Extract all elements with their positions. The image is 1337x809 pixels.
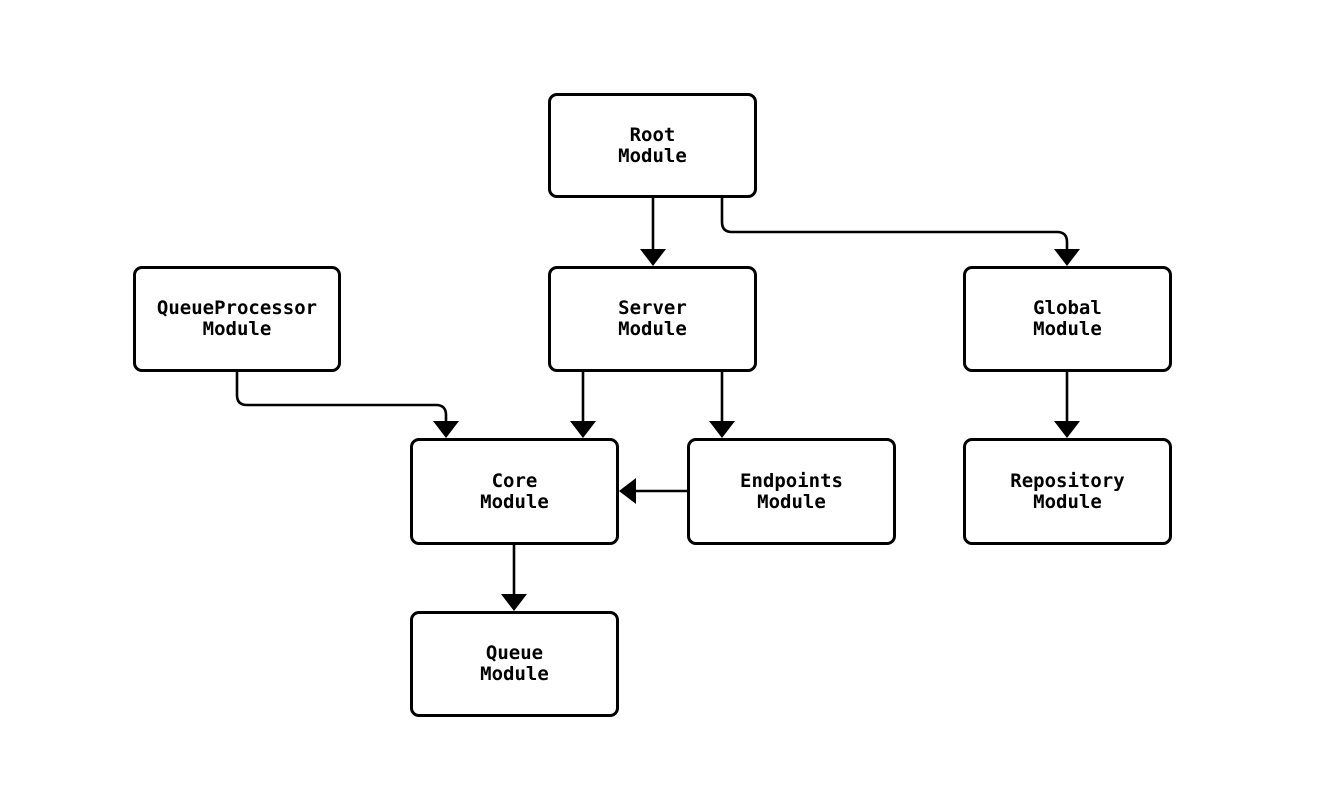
node-server-module: Server Module — [548, 266, 757, 372]
node-global-module: Global Module — [963, 266, 1172, 372]
edge-core-to-queue — [501, 545, 527, 611]
node-label: Global — [1033, 297, 1102, 319]
node-queueprocessor-module: QueueProcessor Module — [133, 266, 341, 372]
edge-queueprocessor-to-core — [235, 372, 459, 438]
node-label: Module — [1033, 318, 1102, 340]
edge-root-to-global — [720, 198, 1080, 266]
node-label: Root — [629, 123, 676, 146]
node-label: Module — [202, 318, 272, 340]
node-label: Module — [618, 318, 687, 340]
node-core-module: Core Module — [410, 438, 619, 545]
edge-global-to-repository — [1054, 372, 1080, 438]
node-label: Module — [480, 490, 549, 513]
node-label: Module — [757, 490, 826, 513]
node-root-module: Root Module — [548, 93, 757, 198]
node-queue-module: Queue Module — [410, 611, 619, 717]
node-label: Module — [618, 144, 687, 167]
edge-root-to-server — [640, 198, 666, 266]
node-repository-module: Repository Module — [963, 438, 1172, 545]
edge-endpoints-to-core — [619, 478, 687, 504]
node-label: Endpoints — [740, 469, 843, 492]
node-label: Module — [480, 663, 549, 685]
node-label: Repository — [1010, 469, 1125, 492]
edge-server-to-core — [570, 372, 596, 438]
node-label: Server — [618, 297, 687, 319]
node-label: Core — [491, 469, 538, 492]
node-label: Module — [1033, 490, 1102, 513]
edge-server-to-endpoints — [709, 372, 735, 438]
node-label: Queue — [485, 642, 544, 664]
node-endpoints-module: Endpoints Module — [687, 438, 896, 545]
node-label: QueueProcessor — [156, 297, 318, 319]
